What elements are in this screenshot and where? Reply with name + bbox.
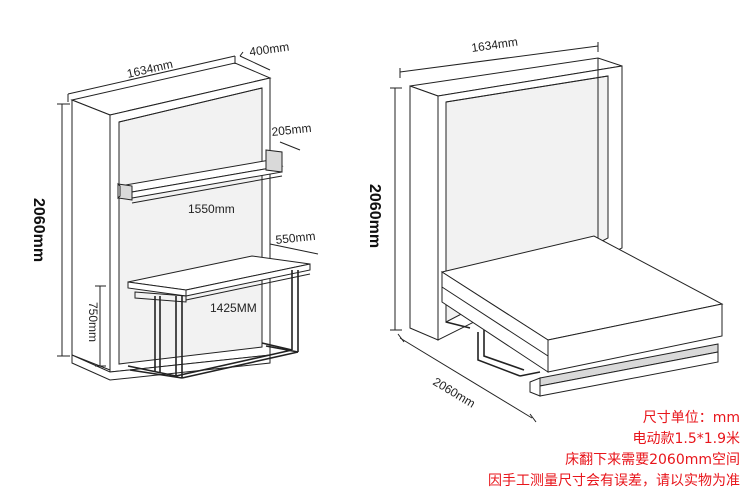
shelf-width-label: 1550mm [188,202,235,216]
desk-height-label: 750mm [86,302,100,342]
left-cabinet-view: 1634mm 400mm 2060mm 205mm 1550mm 550mm 1… [30,40,319,381]
right-open-depth-label: 2060mm [430,375,477,411]
note-model: 电动款1.5*1.9米 [632,431,740,447]
note-unit: 尺寸单位：mm [642,410,740,426]
shelf-depth-label: 205mm [271,121,312,139]
right-height-label: 2060mm [366,184,383,248]
notes-panel: 尺寸单位：mm 电动款1.5*1.9米 床翻下来需要2060mm空间 因手工测量… [440,408,740,492]
note-disclaimer: 因手工测量尺寸会有误差，请以实物为准 [488,473,740,489]
left-depth-label: 400mm [248,40,290,59]
desk-depth-label: 550mm [275,229,316,247]
right-cabinet-view: 1634mm 2060mm 2060mm [366,35,724,423]
desk-width-label: 1425MM [210,301,257,315]
note-space: 床翻下来需要2060mm空间 [565,452,740,468]
left-width-label: 1634mm [126,57,175,81]
right-width-label: 1634mm [470,35,518,55]
left-height-label: 2060mm [30,198,47,262]
